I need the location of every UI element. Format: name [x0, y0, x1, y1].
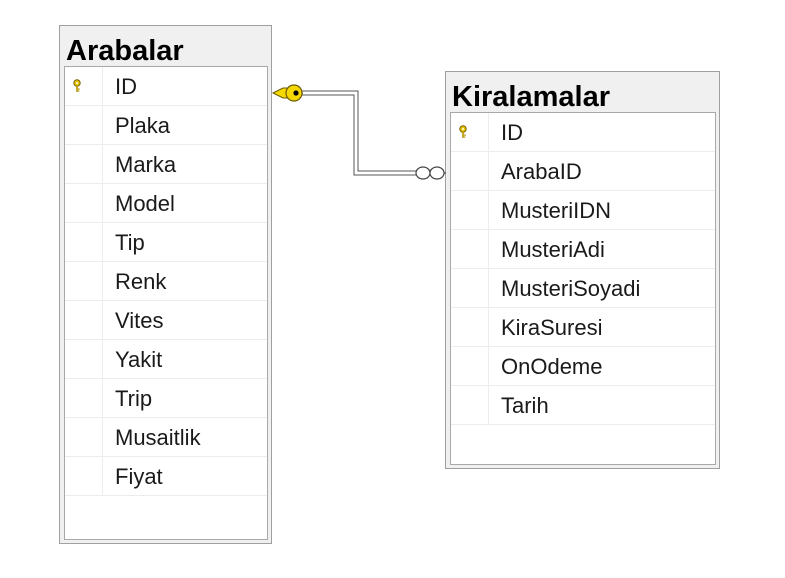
column-name: Renk	[115, 269, 167, 294]
column-row[interactable]: Musaitlik	[65, 418, 267, 457]
column-name: Yakit	[115, 347, 163, 372]
column-name: Vites	[115, 308, 164, 333]
column-name: MusteriAdi	[501, 237, 605, 262]
table-title: Arabalar	[66, 36, 184, 66]
column-row[interactable]: ArabaID	[451, 152, 715, 191]
column-name: Tip	[115, 230, 145, 255]
column-name: Marka	[115, 152, 177, 177]
key-end-icon	[271, 84, 303, 102]
primary-key-icon	[73, 79, 81, 92]
table-kiralamalar[interactable]: Kiralamalar ID ArabaID MusteriIDN Muster…	[445, 71, 720, 469]
column-row[interactable]: Model	[65, 184, 267, 223]
column-row[interactable]: Plaka	[65, 106, 267, 145]
column-name: Plaka	[115, 113, 171, 138]
column-row[interactable]: Marka	[65, 145, 267, 184]
column-row[interactable]: Fiyat	[65, 457, 267, 496]
column-row[interactable]: Yakit	[65, 340, 267, 379]
column-row[interactable]: Trip	[65, 379, 267, 418]
column-name: Musaitlik	[115, 425, 201, 450]
table-title: Kiralamalar	[452, 82, 610, 112]
column-name: ID	[501, 120, 523, 145]
column-row[interactable]: Vites	[65, 301, 267, 340]
column-row[interactable]: MusteriIDN	[451, 191, 715, 230]
column-name: KiraSuresi	[501, 315, 603, 340]
column-name: MusteriSoyadi	[501, 276, 641, 301]
column-name: MusteriIDN	[501, 198, 612, 223]
column-name: ArabaID	[501, 159, 582, 184]
column-row[interactable]: ID	[65, 67, 267, 106]
column-row[interactable]: Tarih	[451, 386, 715, 425]
column-name: Trip	[115, 386, 153, 411]
column-row[interactable]: Tip	[65, 223, 267, 262]
column-row[interactable]: MusteriSoyadi	[451, 269, 715, 308]
column-grid: ID ArabaID MusteriIDN MusteriAdi Musteri…	[450, 112, 716, 465]
column-row[interactable]: MusteriAdi	[451, 230, 715, 269]
primary-key-icon	[459, 125, 467, 138]
column-name: Tarih	[501, 393, 549, 418]
column-name: ID	[115, 74, 137, 99]
table-arabalar[interactable]: Arabalar ID Plaka Marka Model Tip Renk V…	[59, 25, 272, 544]
column-row[interactable]: OnOdeme	[451, 347, 715, 386]
column-name: Model	[115, 191, 175, 216]
column-row[interactable]: ID	[451, 113, 715, 152]
column-row[interactable]: Renk	[65, 262, 267, 301]
infinity-end-icon	[415, 166, 445, 180]
column-name: OnOdeme	[501, 354, 603, 379]
column-name: Fiyat	[115, 464, 163, 489]
column-grid: ID Plaka Marka Model Tip Renk Vites Yaki…	[64, 66, 268, 540]
column-row[interactable]: KiraSuresi	[451, 308, 715, 347]
